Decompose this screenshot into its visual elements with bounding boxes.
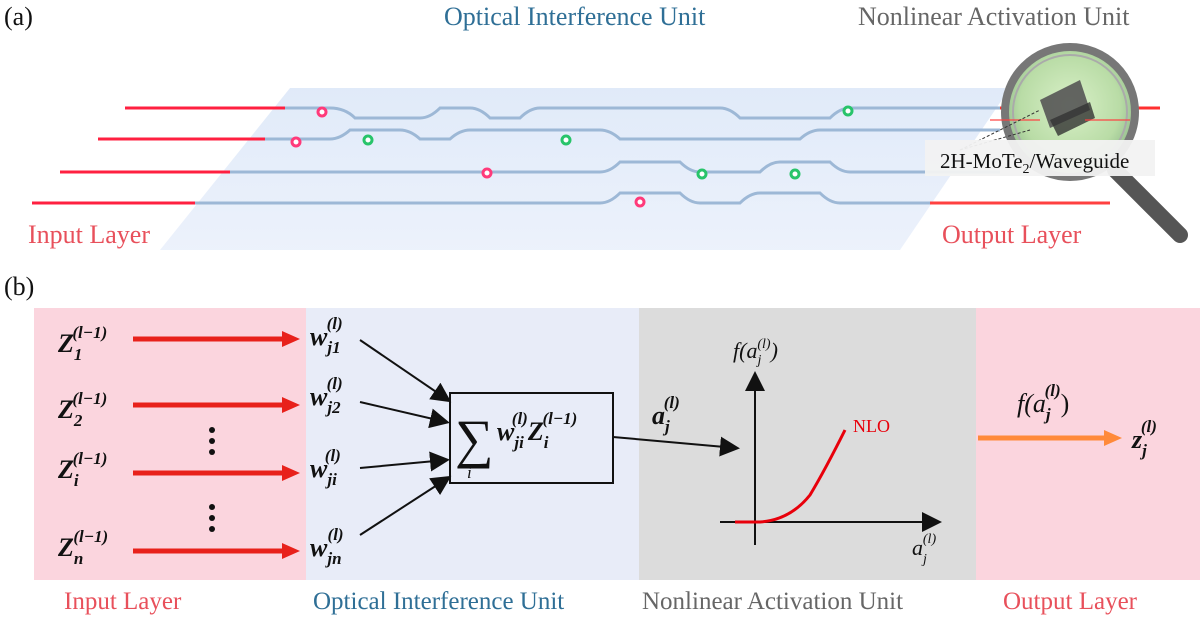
nlo-label: NLO bbox=[853, 416, 890, 436]
input-z1: Z1(l−1) bbox=[57, 323, 107, 364]
output-orange-arrow bbox=[978, 430, 1122, 446]
activation-symbol: aj(l) bbox=[652, 393, 680, 436]
input-lasers bbox=[32, 101, 295, 210]
phase-shifters-green bbox=[362, 105, 854, 180]
sum-to-activation-arrow bbox=[612, 436, 740, 457]
weight-symbols: wj1(l) wj2(l) wji(l) wjn(l) bbox=[310, 314, 344, 568]
weight-arrows bbox=[359, 339, 452, 536]
panel-a-input-label: Input Layer bbox=[28, 220, 151, 249]
output-symbol: zj(l) bbox=[1131, 417, 1157, 460]
sum-index: i bbox=[467, 463, 472, 482]
photonic-chip-illustration: 2H-MoTe2/Waveguide bbox=[32, 43, 1188, 250]
caption-nau: Nonlinear Activation Unit bbox=[642, 588, 904, 615]
sum-symbol: ∑ bbox=[455, 409, 494, 469]
weight-wj1: wj1(l) bbox=[310, 314, 343, 357]
panel-a-title-nau: Nonlinear Activation Unit bbox=[858, 2, 1130, 31]
sum-expression: wji(l)Zi(l−1) bbox=[497, 409, 577, 452]
magnifier-caption: 2H-MoTe2/Waveguide bbox=[940, 149, 1129, 177]
plot-x-label: aj(l) bbox=[912, 532, 936, 567]
red-arrow-2 bbox=[133, 397, 300, 413]
panel-a-title-oiu: Optical Interference Unit bbox=[444, 2, 706, 31]
caption-input: Input Layer bbox=[64, 588, 182, 615]
input-zi: Zi(l−1) bbox=[57, 449, 107, 490]
red-arrow-n bbox=[133, 543, 300, 559]
nlo-curve bbox=[735, 429, 847, 524]
output-layer-region bbox=[976, 308, 1200, 580]
phase-shifters-red bbox=[290, 106, 646, 208]
input-red-arrows bbox=[133, 331, 300, 559]
caption-oiu: Optical Interference Unit bbox=[313, 588, 565, 615]
panel-a-label: (a) bbox=[4, 2, 33, 31]
caption-output: Output Layer bbox=[1003, 588, 1137, 615]
magnifier-caption-box bbox=[925, 140, 1155, 176]
weight-wj2: wj2(l) bbox=[310, 374, 343, 417]
input-layer-region bbox=[34, 308, 306, 580]
input-z2: Z2(l−1) bbox=[57, 389, 107, 430]
weight-wjn: wjn(l) bbox=[310, 525, 344, 568]
input-zn: Zn(l−1) bbox=[57, 527, 108, 568]
output-fn: f(aj(l)) bbox=[1017, 381, 1069, 424]
ellipsis-dots bbox=[209, 427, 215, 532]
red-arrow-1 bbox=[133, 331, 300, 347]
red-arrow-i bbox=[133, 465, 300, 481]
panel-b-label: (b) bbox=[4, 272, 35, 301]
panel-a-output-label: Output Layer bbox=[942, 220, 1082, 249]
plot-y-label: f(aj(l)) bbox=[733, 337, 778, 368]
weight-wji: wji(l) bbox=[310, 446, 341, 489]
activation-plot: NLO f(aj(l)) aj(l) bbox=[720, 337, 942, 567]
input-symbols: Z1(l−1) Z2(l−1) Zi(l−1) Zn(l−1) bbox=[57, 323, 108, 568]
